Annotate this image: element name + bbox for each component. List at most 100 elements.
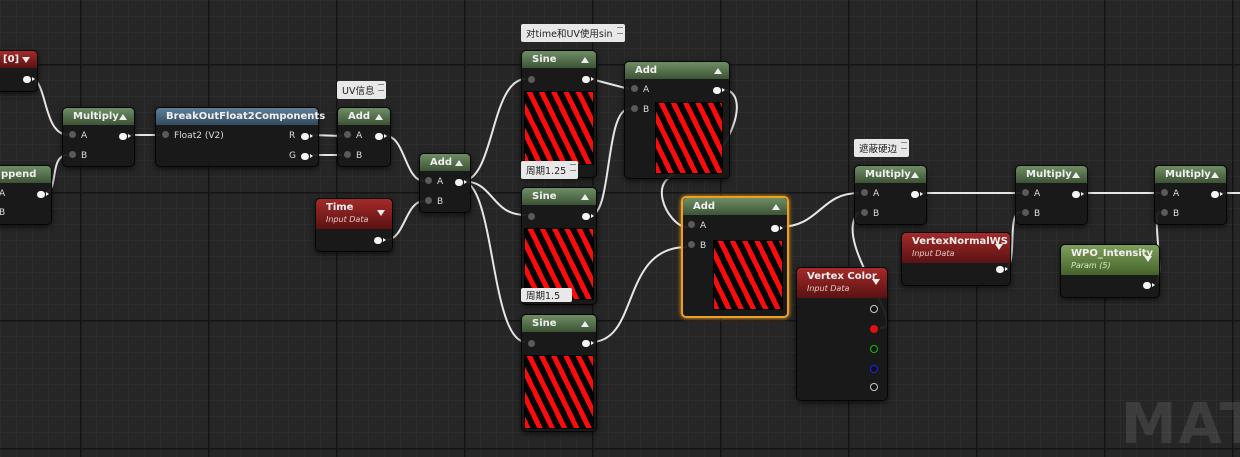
vertex-color-node[interactable]: Vertex Color Input Data	[796, 267, 888, 401]
collapse-arrow-icon[interactable]	[377, 210, 385, 216]
output-pin[interactable]	[713, 87, 725, 94]
sin-comment[interactable]: 对time和UV使用sin	[521, 24, 625, 42]
collapse-arrow-icon[interactable]	[119, 114, 127, 120]
pin-b[interactable]: B	[344, 150, 362, 162]
output-pin[interactable]	[1072, 191, 1084, 198]
append-node[interactable]: ppend A B	[0, 165, 52, 225]
output-pin[interactable]	[37, 191, 49, 198]
input-pin[interactable]	[631, 85, 638, 92]
pin-b[interactable]: B	[69, 150, 87, 162]
blue-output-pin[interactable]	[870, 365, 878, 373]
pin-b[interactable]: B	[425, 196, 443, 208]
output-pin[interactable]	[582, 76, 594, 83]
collapse-arrow-icon[interactable]	[375, 114, 383, 120]
input-pin[interactable]	[425, 177, 432, 184]
pin-a[interactable]: A	[688, 220, 706, 232]
collapse-arrow-icon[interactable]	[1072, 172, 1080, 178]
input-pin[interactable]	[631, 105, 638, 112]
output-pin[interactable]	[1211, 191, 1223, 198]
multiply-node-2[interactable]: Multiply A B	[854, 165, 927, 225]
pin-a[interactable]: A	[344, 130, 362, 142]
multiply-node-4[interactable]: Multiply A B	[1154, 165, 1227, 225]
collapse-arrow-icon[interactable]	[714, 68, 722, 74]
add-time-node[interactable]: Add A B	[419, 153, 471, 213]
add-selected-node[interactable]: Add A B	[681, 196, 789, 318]
output-pin[interactable]	[996, 266, 1008, 273]
add-uv-node[interactable]: Add A B	[337, 107, 391, 167]
edge-comment[interactable]: 遮蔽硬边	[854, 139, 910, 157]
pin-a[interactable]: A	[1161, 188, 1179, 200]
uv-comment[interactable]: UV信息	[337, 81, 387, 99]
output-pin[interactable]	[375, 133, 387, 140]
pin-b[interactable]: B	[1022, 208, 1040, 220]
input-pin[interactable]	[69, 151, 76, 158]
input-pin[interactable]	[688, 241, 695, 248]
output-pin-r[interactable]	[301, 133, 313, 140]
pin-a[interactable]: A	[631, 84, 649, 96]
pin-a[interactable]: A	[425, 176, 443, 188]
collapse-arrow-icon[interactable]	[581, 57, 589, 63]
input-pin[interactable]	[1161, 189, 1168, 196]
collapse-arrow-icon[interactable]	[772, 204, 780, 210]
wpo-intensity-node[interactable]: WPO_Intensity Param (5)	[1060, 244, 1160, 298]
pin-b[interactable]: B	[631, 104, 649, 116]
collapse-arrow-icon[interactable]	[581, 194, 589, 200]
collapse-arrow-icon[interactable]	[22, 57, 30, 63]
multiply-node-3[interactable]: Multiply A B	[1015, 165, 1088, 225]
output-pin-g[interactable]	[301, 153, 313, 160]
collapse-arrow-icon[interactable]	[1211, 172, 1219, 178]
output-pin[interactable]	[582, 213, 594, 220]
output-pin[interactable]	[1143, 282, 1155, 289]
input-pin[interactable]	[162, 131, 169, 138]
input-pin[interactable]	[1022, 189, 1029, 196]
pin-b[interactable]: B	[861, 208, 879, 220]
collapse-arrow-icon[interactable]	[995, 244, 1003, 250]
input-pin[interactable]	[528, 340, 535, 347]
output-pin[interactable]	[374, 237, 386, 244]
pin-b[interactable]: B	[0, 208, 6, 218]
pin-b[interactable]: B	[688, 240, 706, 252]
input-pin[interactable]	[69, 131, 76, 138]
input-pin[interactable]	[528, 76, 535, 83]
float2-input[interactable]: Float2 (V2)	[162, 130, 224, 142]
breakout-float2-node[interactable]: BreakOutFloat2Components Float2 (V2) R G	[155, 107, 325, 167]
period-comment[interactable]: 周期1.25	[521, 161, 579, 179]
index-node[interactable]: [0]	[0, 50, 38, 92]
input-pin[interactable]	[688, 221, 695, 228]
input-pin[interactable]	[1161, 209, 1168, 216]
pin-a[interactable]: A	[1022, 188, 1040, 200]
collapse-arrow-icon[interactable]	[911, 172, 919, 178]
input-pin[interactable]	[861, 209, 868, 216]
multiply-node-1[interactable]: Multiply A B	[62, 107, 135, 167]
pin-a[interactable]: A	[69, 130, 87, 142]
pin-a[interactable]: A	[0, 189, 6, 199]
pin-a[interactable]: A	[861, 188, 879, 200]
collapse-arrow-icon[interactable]	[872, 279, 880, 285]
output-pin[interactable]	[119, 133, 131, 140]
output-pin[interactable]	[23, 76, 35, 83]
input-pin[interactable]	[861, 189, 868, 196]
input-pin[interactable]	[344, 151, 351, 158]
rgb-output-pin[interactable]	[870, 305, 878, 313]
input-pin[interactable]	[1022, 209, 1029, 216]
output-pin[interactable]	[771, 225, 783, 232]
time-node[interactable]: Time Input Data	[315, 198, 393, 252]
output-pin[interactable]	[455, 179, 467, 186]
green-output-pin[interactable]	[870, 345, 878, 353]
collapse-arrow-icon[interactable]	[1144, 256, 1152, 262]
sine-node-1[interactable]: Sine	[521, 50, 597, 178]
input-pin[interactable]	[528, 213, 535, 220]
output-pin[interactable]	[582, 340, 594, 347]
add-top-node[interactable]: Add A B	[624, 61, 730, 179]
alpha-output-pin[interactable]	[870, 383, 878, 391]
input-pin[interactable]	[344, 131, 351, 138]
period-comment-2[interactable]: 周期1.5	[521, 288, 573, 302]
collapse-arrow-icon[interactable]	[581, 321, 589, 327]
sine-node-3[interactable]: Sine	[521, 314, 597, 432]
input-pin[interactable]	[425, 197, 432, 204]
pin-b[interactable]: B	[1161, 208, 1179, 220]
collapse-arrow-icon[interactable]	[455, 160, 463, 166]
output-pin[interactable]	[911, 191, 923, 198]
red-output-pin[interactable]	[870, 325, 878, 333]
vertex-normal-node[interactable]: VertexNormalWS Input Data	[901, 232, 1011, 286]
